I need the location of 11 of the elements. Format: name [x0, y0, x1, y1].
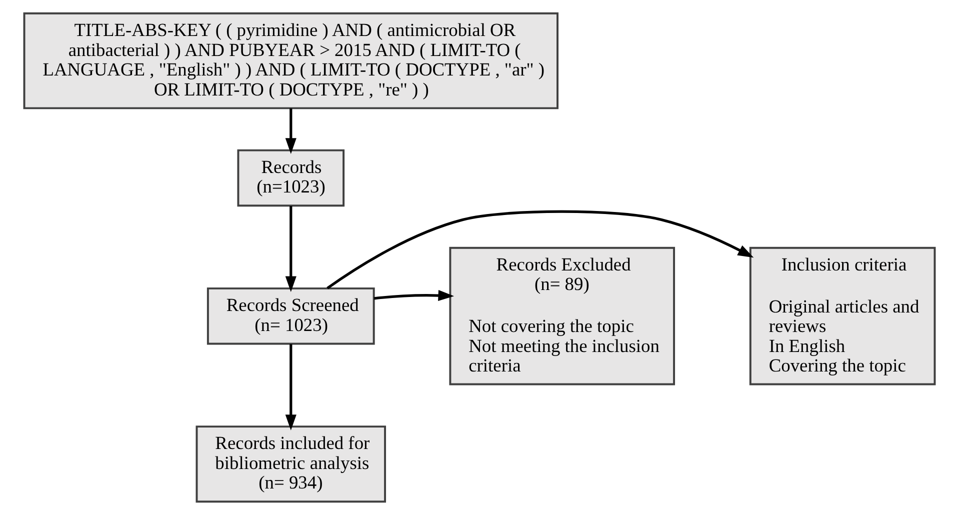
- node-box: TITLE-ABS-KEY ( ( pyrimidine ) AND ( antimicrobial OR antibacterial ) ) AND PUBYEAR > 2015 AND ( LIMIT-TO ( LANGUAGE , "English" ) ) AND ( LIMIT-TO ( DOCTYPE , "ar" ) OR LIMIT-TO ( DOCTYPE , "re" ) ): [22, 12, 558, 110]
- node-box: Records Excluded (n= 89) Not covering the topic Not meeting the inclusion criteria: [448, 246, 675, 386]
- arrow: [284, 206, 296, 292]
- arrow: [373, 290, 454, 302]
- arrow: [284, 108, 296, 154]
- arrow: [284, 344, 296, 430]
- arrow: [326, 210, 754, 290]
- node-box: Records Screened (n= 1023): [206, 287, 374, 345]
- node-box: Inclusion criteria Original articles and reviews In English Covering the topic: [748, 246, 936, 386]
- node-box: Records (n=1023): [236, 149, 344, 207]
- node-box: Records included for bibliometric analysis (n= 934): [195, 426, 386, 503]
